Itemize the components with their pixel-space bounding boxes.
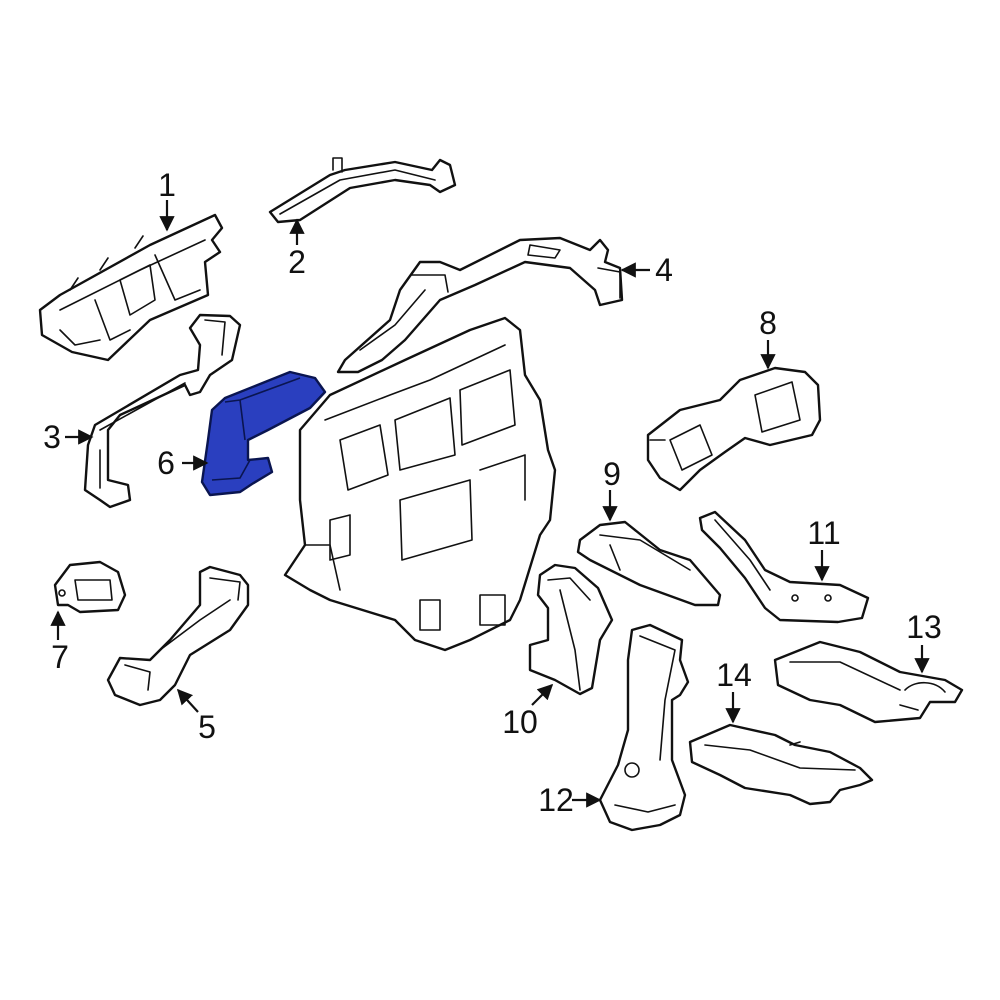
part-13-flat-duct[interactable] — [773, 640, 964, 724]
callout-9[interactable]: 9 — [603, 456, 621, 492]
callout-11[interactable]: 11 — [807, 515, 840, 551]
part-14-flat-duct[interactable] — [688, 723, 874, 806]
callout-3[interactable]: 3 — [43, 419, 61, 455]
part-11-angled-duct[interactable] — [698, 510, 870, 624]
callout-13[interactable]: 13 — [906, 609, 942, 645]
part-7-small-bracket[interactable] — [53, 560, 127, 614]
callout-5[interactable]: 5 — [198, 709, 216, 745]
callout-leaders — [50, 200, 930, 808]
part-6-highlighted-duct[interactable] — [200, 370, 327, 497]
callout-labels: 1 2 3 4 5 6 7 8 9 10 11 12 13 14 — [43, 167, 942, 818]
part-8-twin-vent[interactable] — [646, 366, 822, 492]
part-3-side-duct[interactable] — [83, 313, 242, 509]
callout-7[interactable]: 7 — [51, 639, 69, 675]
hvac-housing — [283, 316, 557, 652]
callout-2[interactable]: 2 — [288, 244, 306, 280]
part-5-lower-duct[interactable] — [106, 565, 250, 707]
callout-6[interactable]: 6 — [157, 445, 175, 481]
part-4-center-duct[interactable] — [336, 236, 624, 374]
callout-10[interactable]: 10 — [502, 704, 538, 740]
callout-1[interactable]: 1 — [158, 167, 176, 203]
part-2-bracket-rod[interactable] — [268, 157, 457, 224]
part-10-tall-duct[interactable] — [528, 563, 614, 696]
part-9-wedge-duct[interactable] — [576, 520, 722, 607]
callout-4[interactable]: 4 — [655, 252, 673, 288]
callout-8[interactable]: 8 — [759, 305, 777, 341]
part-1-defroster-nozzle[interactable] — [38, 213, 224, 362]
callout-12[interactable]: 12 — [538, 782, 574, 818]
callout-14[interactable]: 14 — [716, 657, 752, 693]
part-12-long-duct[interactable] — [598, 623, 690, 832]
